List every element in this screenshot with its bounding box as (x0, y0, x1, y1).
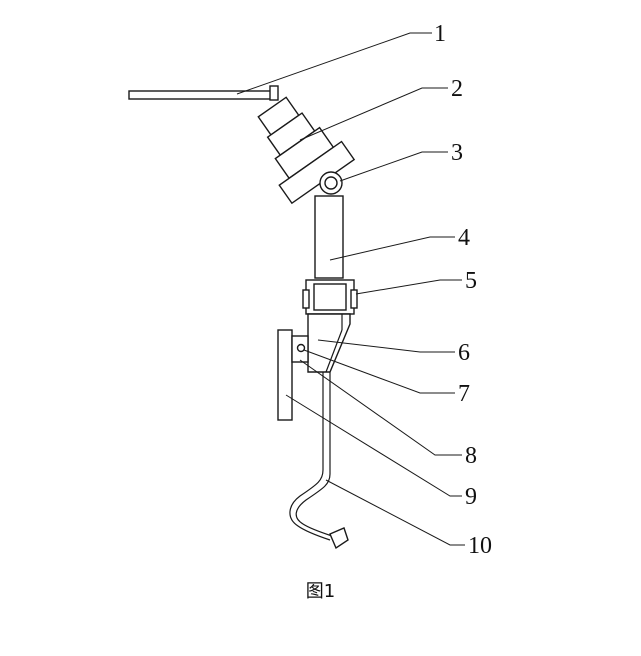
callout-7: 7 (458, 381, 470, 407)
callout-4: 4 (458, 225, 470, 251)
pivot-joint (319, 171, 343, 195)
callout-3: 3 (451, 140, 463, 166)
figure-caption: 图1 (305, 581, 336, 602)
leader-lines (236, 32, 465, 546)
mount-plate (277, 329, 309, 421)
callout-10: 10 (468, 533, 492, 559)
angled-tube (257, 96, 356, 205)
callout-2: 2 (451, 76, 463, 102)
clevis-bracket (302, 279, 358, 315)
callout-8: 8 (465, 443, 477, 469)
callout-5: 5 (465, 268, 477, 294)
cable (289, 372, 349, 550)
vertical-arm (314, 195, 344, 279)
callout-6: 6 (458, 340, 470, 366)
callout-numbers: 1 2 3 4 5 6 7 8 9 10 (434, 21, 492, 559)
callout-1: 1 (434, 21, 446, 47)
callout-9: 9 (465, 484, 477, 510)
top-rail (128, 85, 279, 101)
